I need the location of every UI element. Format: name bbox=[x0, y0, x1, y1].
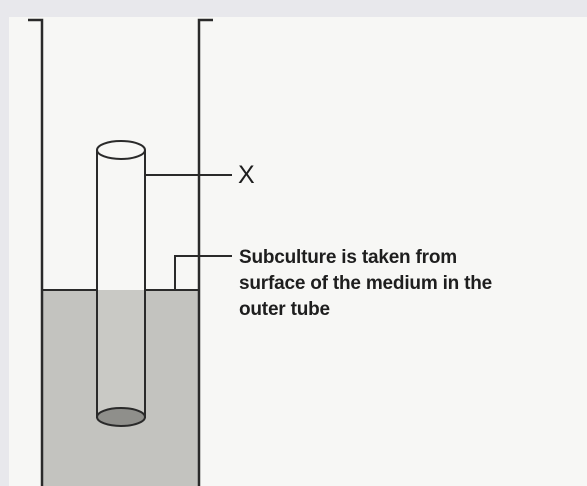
subculture-note-line-3: outer tube bbox=[239, 299, 330, 320]
outer-tube-left-wall bbox=[28, 18, 44, 486]
inner-tube-label: X bbox=[238, 161, 255, 189]
inner-tube bbox=[96, 140, 146, 427]
subculture-leader-line bbox=[174, 255, 232, 290]
inner-tube-top-opening bbox=[96, 140, 146, 160]
outer-tube-right-wall bbox=[197, 18, 213, 486]
subculture-note-line-2: surface of the medium in the bbox=[239, 273, 493, 294]
subculture-note-line-1: Subculture is taken from bbox=[239, 247, 457, 268]
inner-tube-bottom bbox=[96, 407, 146, 427]
inner-tube-body-submerged bbox=[97, 290, 145, 417]
inner-tube-body-above bbox=[97, 150, 145, 290]
outer-tube bbox=[28, 18, 213, 486]
subculture-note: Subculture is taken from surface of the … bbox=[239, 245, 492, 323]
